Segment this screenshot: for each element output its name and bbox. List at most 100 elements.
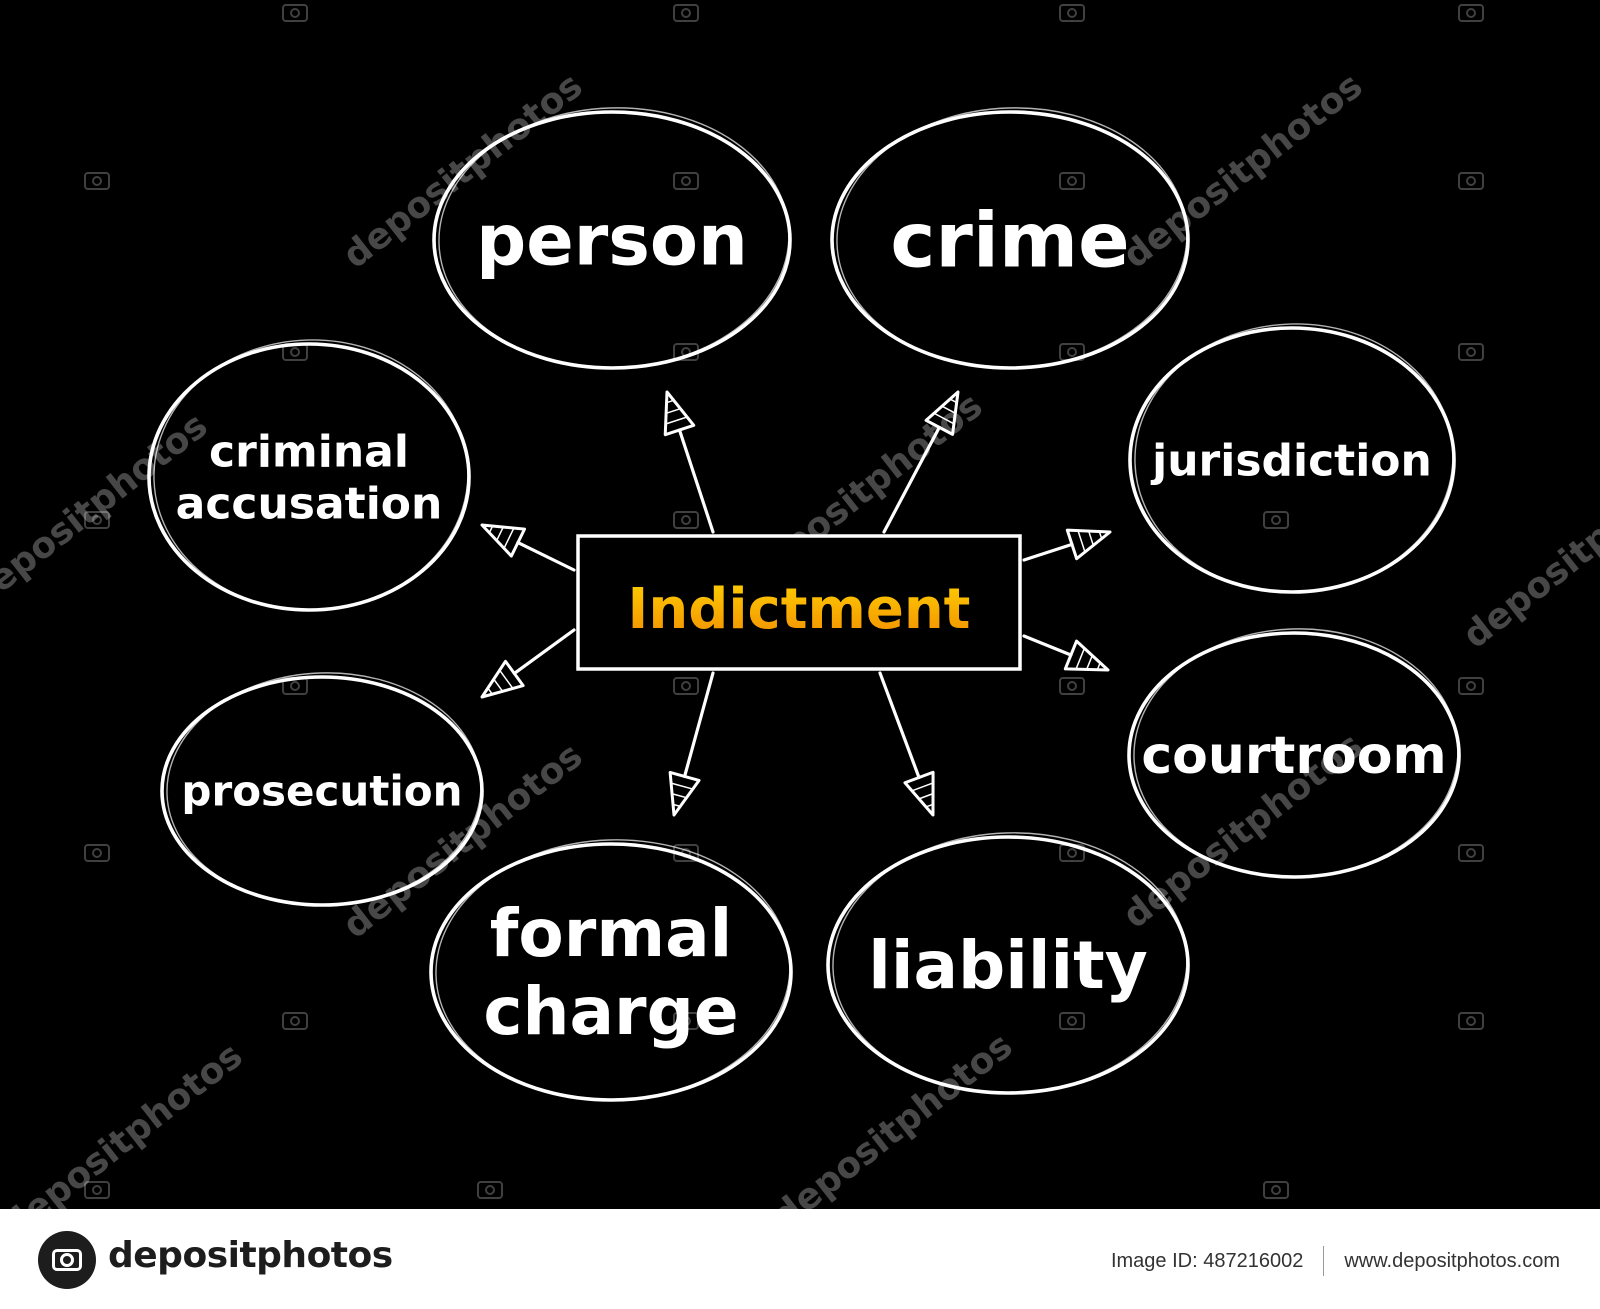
stock-footer-bar: depositphotos Image ID: 487216002 www.de… xyxy=(0,1209,1600,1309)
watermark-camera-icon xyxy=(1458,1012,1484,1030)
watermark-camera-icon xyxy=(282,1012,308,1030)
arrow-hatch xyxy=(1085,655,1093,670)
watermark-camera-lens xyxy=(485,1185,495,1195)
watermark-camera-body xyxy=(84,1181,110,1199)
watermark-camera-icon xyxy=(1263,511,1289,529)
arrow-shaft xyxy=(512,628,576,676)
arrow-to-jurisdiction xyxy=(1022,528,1112,562)
node-outline-sketch xyxy=(166,672,482,906)
arrow-shaft xyxy=(882,425,941,534)
watermark-camera-body xyxy=(673,4,699,22)
arrow-shaft xyxy=(1022,634,1073,657)
arrow-head xyxy=(480,659,525,699)
arrow-to-liability xyxy=(878,671,935,817)
watermark-camera-lens xyxy=(290,347,300,357)
watermark-camera-lens xyxy=(1067,681,1077,691)
arrow-head xyxy=(480,523,527,558)
camera-logo-icon xyxy=(38,1231,96,1289)
node-outline-sketch xyxy=(153,339,469,611)
watermark-camera-icon xyxy=(1059,677,1085,695)
arrow-hatch xyxy=(493,678,504,692)
arrow-shaft xyxy=(516,540,576,572)
watermark-camera-lens xyxy=(1466,347,1476,357)
node-outline-sketch xyxy=(832,832,1188,1094)
watermark-camera-lens xyxy=(1466,848,1476,858)
brand-name: depositphotos xyxy=(108,1235,393,1276)
arrow-to-formal-charge xyxy=(668,671,715,817)
watermark-camera-lens xyxy=(681,8,691,18)
watermark-camera-icon xyxy=(1458,844,1484,862)
watermark-camera-body xyxy=(673,677,699,695)
node-crime: crime xyxy=(830,107,1190,370)
arrow-shaft xyxy=(878,671,921,780)
arrow-hatch xyxy=(1077,530,1086,553)
node-outline-sketch xyxy=(438,107,790,369)
watermark-camera-body xyxy=(1458,4,1484,22)
watermark-camera-body xyxy=(1059,172,1085,190)
watermark-camera-icon xyxy=(1458,4,1484,22)
watermark-camera-icon xyxy=(84,844,110,862)
watermark-camera-icon xyxy=(1458,343,1484,361)
node-label: liability xyxy=(868,927,1147,1004)
node-prosecution: prosecution xyxy=(160,672,484,907)
node-label: charge xyxy=(483,973,738,1050)
arrow-head xyxy=(663,390,696,437)
camera-body-icon xyxy=(52,1249,82,1271)
arrow-hatch xyxy=(949,398,957,404)
site-url[interactable]: www.depositphotos.com xyxy=(1344,1249,1560,1272)
node-label: formal xyxy=(490,895,733,972)
node-outline-sketch xyxy=(1134,323,1454,593)
arrow-shaft xyxy=(682,671,715,779)
watermark-camera-lens xyxy=(1067,848,1077,858)
watermark-text: depositphotos xyxy=(766,1025,1021,1209)
watermark-camera-icon xyxy=(673,4,699,22)
watermark-text: depositphotos xyxy=(0,1035,250,1209)
node-label: jurisdiction xyxy=(1150,435,1432,486)
arrow-hatch xyxy=(666,399,674,404)
node-outline-sketch xyxy=(1133,628,1459,878)
watermark-camera-icon xyxy=(84,1181,110,1199)
watermark-camera-body xyxy=(1059,1012,1085,1030)
watermark-camera-body xyxy=(282,1012,308,1030)
watermark-camera-icon xyxy=(477,1181,503,1199)
arrow-hatch xyxy=(911,782,934,792)
watermark-camera-body xyxy=(1458,677,1484,695)
watermark-camera-lens xyxy=(1466,8,1476,18)
watermark-text: depositphotos xyxy=(1116,65,1371,277)
watermark-camera-lens xyxy=(1466,176,1476,186)
arrow-to-person xyxy=(663,390,715,534)
arrow-head xyxy=(1065,528,1112,561)
watermark-camera-lens xyxy=(92,1185,102,1195)
watermark-camera-lens xyxy=(1466,681,1476,691)
watermark-camera-icon xyxy=(1458,172,1484,190)
node-label: criminal xyxy=(209,426,409,477)
watermark-camera-lens xyxy=(1271,1185,1281,1195)
watermark-camera-icon xyxy=(673,1012,699,1030)
watermark-camera-lens xyxy=(1067,1016,1077,1026)
arrow-hatch xyxy=(499,669,514,689)
watermark-camera-icon xyxy=(1059,172,1085,190)
arrow-to-criminal-accusation xyxy=(480,523,576,572)
watermark-camera-body xyxy=(673,1012,699,1030)
node-label: crime xyxy=(890,196,1129,285)
watermark-camera-icon xyxy=(84,172,110,190)
central-topic: Indictment xyxy=(576,534,1022,671)
node-jurisdiction: jurisdiction xyxy=(1128,323,1456,594)
watermark-camera-icon xyxy=(1263,1181,1289,1199)
meta-divider xyxy=(1323,1246,1325,1276)
watermark-camera-lens xyxy=(92,176,102,186)
arrow-hatch xyxy=(1096,662,1101,671)
watermark-camera-lens xyxy=(1067,347,1077,357)
watermark-camera-icon xyxy=(84,511,110,529)
arrow-hatch xyxy=(487,687,493,695)
watermark-camera-lens xyxy=(1067,176,1077,186)
arrow-hatch xyxy=(665,407,681,415)
watermark-camera-lens xyxy=(1466,1016,1476,1026)
arrow-head xyxy=(903,770,935,817)
watermark-camera-body xyxy=(84,172,110,190)
watermark-camera-body xyxy=(1458,343,1484,361)
arrow-hatch xyxy=(488,525,494,534)
